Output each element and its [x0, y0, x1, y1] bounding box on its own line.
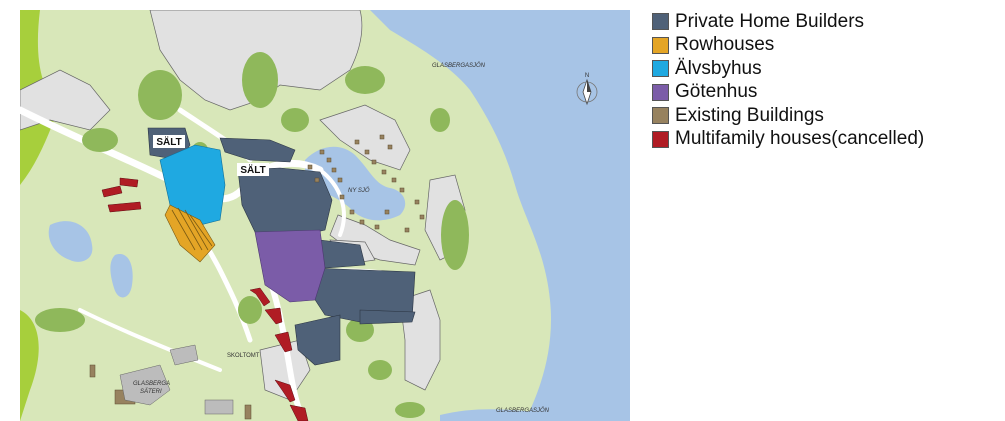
- legend-label: Multifamily houses(cancelled): [675, 128, 925, 150]
- legend-swatch: [652, 83, 669, 101]
- lake-ny-sjo: [305, 146, 406, 221]
- legend-label: Private Home Builders: [675, 10, 865, 32]
- lime-field-south: [20, 310, 39, 421]
- legend-item: Private Home Builders: [652, 10, 924, 34]
- salt-1-label: SÄLT: [156, 135, 181, 148]
- legend-label: Rowhouses: [675, 34, 775, 56]
- north-label: N: [585, 73, 589, 79]
- legend-label: Götenhus: [675, 81, 758, 103]
- multifamily-houses-cancelled: [101, 177, 309, 421]
- salt-2-label-bg: [237, 163, 269, 176]
- lake-glasbergasjon: [370, 10, 630, 421]
- skoltomt-label: SKOLTOMT: [227, 353, 260, 359]
- legend-label: Existing Buildings: [675, 104, 824, 126]
- glasberga-saeteri-buildings: [119, 344, 234, 415]
- pond-west: [48, 221, 93, 262]
- site-plan-map: SÄLT SÄLT NY SJÖ GLASBERGASJÖN GLASBERGA…: [20, 10, 630, 421]
- saeteri-label: SÄTERI: [140, 388, 162, 395]
- map-labels: SÄLT SÄLT NY SJÖ GLASBERGASJÖN GLASBERGA…: [133, 62, 550, 414]
- salt-1-label-bg: [153, 135, 185, 148]
- legend-label: Älvsbyhus: [675, 57, 762, 79]
- pond-south: [110, 254, 133, 298]
- lake-bottom-label: GLASBERGASJÖN: [496, 407, 550, 414]
- north-arrow-icon: N: [576, 73, 598, 106]
- legend-item: Existing Buildings: [652, 104, 924, 128]
- legend-swatch: [652, 60, 669, 78]
- salt-2-label: SÄLT: [240, 163, 265, 176]
- zone-rowhouses: [164, 204, 216, 263]
- legend-item: Götenhus: [652, 81, 924, 105]
- legend-swatch: [652, 107, 669, 125]
- legend-swatch: [652, 36, 669, 54]
- legend-item: Rowhouses: [652, 34, 924, 58]
- zone-gotenhus: [254, 229, 326, 303]
- glasberga-label: GLASBERGA: [133, 381, 170, 387]
- ny-sjo-label: NY SJÖ: [348, 187, 370, 194]
- site-plan-svg: SÄLT SÄLT NY SJÖ GLASBERGASJÖN GLASBERGA…: [20, 10, 630, 421]
- legend-swatch: [652, 130, 669, 148]
- legend-swatch: [652, 13, 669, 31]
- tree-clusters: [35, 52, 469, 418]
- legend-item: Älvsbyhus: [652, 57, 924, 81]
- lake-top-label: GLASBERGASJÖN: [432, 62, 486, 69]
- lake-glasbergasjon-south: [440, 409, 560, 421]
- legend-item: Multifamily houses(cancelled): [652, 128, 924, 152]
